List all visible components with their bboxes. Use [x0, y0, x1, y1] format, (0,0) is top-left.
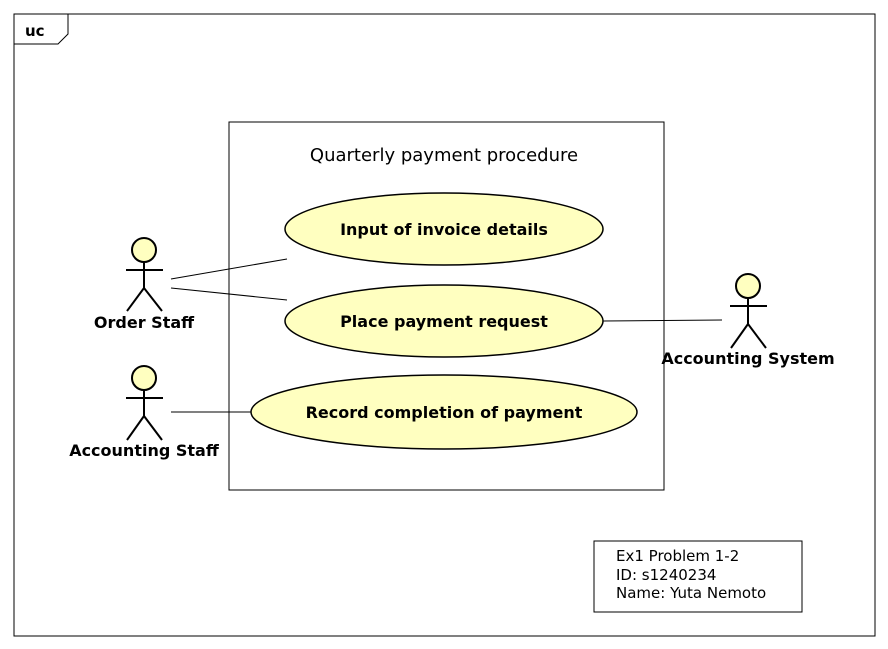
diagram-frame [13, 13, 876, 637]
actor-accounting-staff[interactable]: Accounting Staff [69, 365, 220, 460]
system-boundary [228, 121, 665, 491]
association-order-staff-payment-request [170, 287, 288, 301]
frame-tag-box [14, 14, 69, 45]
stick-figure-icon [126, 237, 163, 312]
note-line: Name: Yuta Nemoto [616, 584, 766, 602]
note-line: ID: s1240234 [616, 566, 716, 584]
use-case-place-payment-request[interactable]: Place payment request [284, 284, 604, 358]
use-case-record-completion-payment[interactable]: Record completion of payment [250, 374, 638, 450]
system-boundary-title: Quarterly payment procedure [310, 145, 578, 166]
use-case-label: Record completion of payment [306, 403, 583, 422]
association-accounting-system-payment-request [602, 319, 723, 322]
use-case-input-invoice-details[interactable]: Input of invoice details [284, 192, 604, 266]
note-box: Ex1 Problem 1-2 ID: s1240234 Name: Yuta … [593, 540, 803, 613]
association-order-staff-input-invoice [170, 258, 288, 280]
frame-tag: uc [25, 22, 45, 40]
actor-accounting-system[interactable]: Accounting System [661, 273, 835, 368]
actor-label: Accounting System [661, 349, 834, 368]
use-case-label: Input of invoice details [340, 220, 548, 239]
use-case-label: Place payment request [340, 312, 548, 331]
actor-order-staff[interactable]: Order Staff [94, 237, 195, 332]
actor-label: Accounting Staff [69, 441, 220, 460]
actor-label: Order Staff [94, 313, 195, 332]
stick-figure-icon [126, 365, 163, 441]
note-line: Ex1 Problem 1-2 [616, 547, 739, 565]
stick-figure-icon [730, 273, 767, 349]
